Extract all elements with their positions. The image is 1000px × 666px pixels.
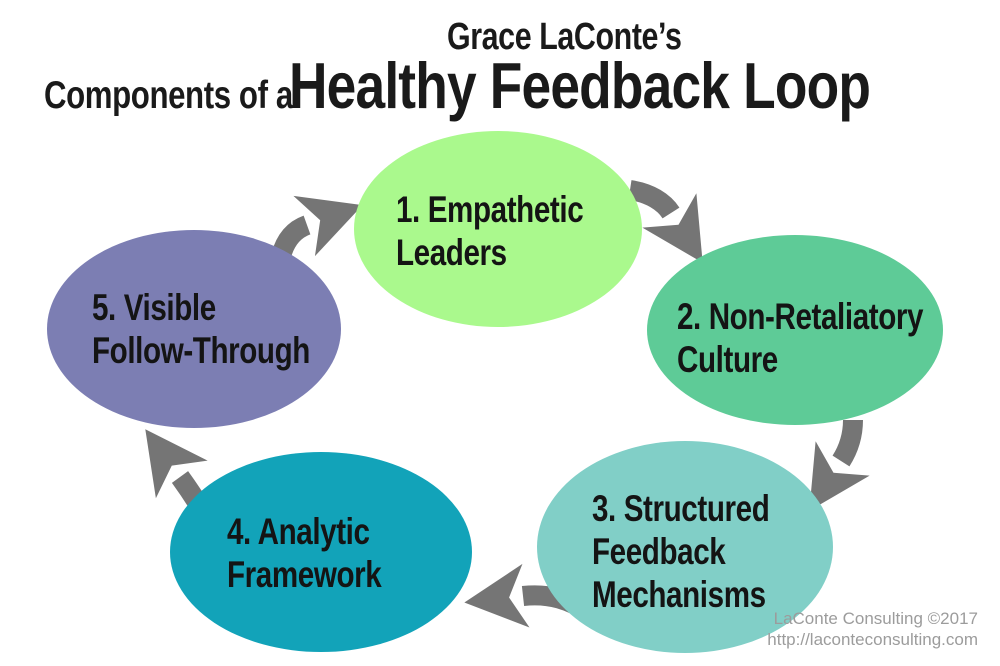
- node-label-line: Framework: [227, 554, 382, 595]
- arrow-1-to-2-icon: [628, 180, 703, 263]
- credit-line: LaConte Consulting ©2017: [773, 609, 978, 628]
- node-label-line: 2. Non-Retaliatory: [677, 296, 924, 337]
- node-empathetic-leaders: 1. Empathetic Leaders: [354, 131, 642, 327]
- node-non-retaliatory-culture: 2. Non-Retaliatory Culture: [647, 235, 943, 425]
- node-label-line: Mechanisms: [592, 574, 766, 615]
- node-label: 3. Structured Feedback Mechanisms: [592, 487, 770, 616]
- footer-credit: LaConte Consulting ©2017 http://lacontec…: [767, 608, 978, 650]
- node-label-line: 4. Analytic: [227, 511, 370, 552]
- arrow-2-to-3-icon: [809, 419, 870, 511]
- credit-url: http://laconteconsulting.com: [767, 630, 978, 649]
- node-label-line: Follow-Through: [92, 330, 310, 371]
- node-label: 4. Analytic Framework: [227, 510, 382, 596]
- node-label: 2. Non-Retaliatory Culture: [677, 295, 923, 381]
- node-label-line: 1. Empathetic: [396, 189, 584, 230]
- node-analytic-framework: 4. Analytic Framework: [170, 452, 472, 652]
- node-label-line: 5. Visible: [92, 287, 216, 328]
- node-label-line: 3. Structured: [592, 488, 770, 529]
- node-label: 5. Visible Follow-Through: [92, 286, 310, 372]
- node-label-line: Culture: [677, 339, 778, 380]
- title-prefix: Components of a: [44, 74, 293, 117]
- node-label: 1. Empathetic Leaders: [396, 188, 584, 274]
- page-title: Healthy Feedback Loop: [289, 49, 871, 122]
- node-visible-follow-through: 5. Visible Follow-Through: [47, 230, 341, 428]
- node-structured-feedback-mechanisms: 3. Structured Feedback Mechanisms: [537, 441, 833, 653]
- node-label-line: Feedback: [592, 531, 726, 572]
- node-label-line: Leaders: [396, 232, 507, 273]
- attribution-text: Grace LaConte’s: [447, 16, 682, 58]
